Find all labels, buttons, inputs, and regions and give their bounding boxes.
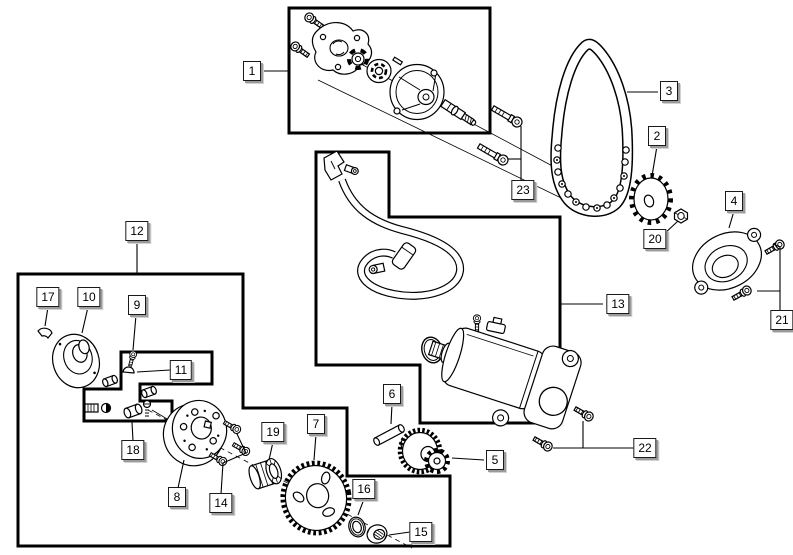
leader-line-7 [313, 433, 317, 461]
starter-motor [427, 316, 582, 430]
pump-inner-rotor [347, 48, 369, 70]
pump-outer-rotor [366, 58, 392, 84]
flywheel [162, 399, 228, 467]
leader-line-11 [136, 369, 171, 373]
nut-20 [673, 208, 689, 224]
leader-line-16 [357, 498, 365, 516]
drive-chain [550, 38, 634, 217]
leader-line-18 [131, 421, 134, 442]
flywheel-box [16, 272, 452, 549]
leader-line-6 [390, 403, 393, 425]
set-screw [142, 399, 152, 417]
leader-line-10 [81, 306, 89, 334]
nut-15 [366, 524, 388, 544]
starter-motor-box [314, 150, 582, 430]
leader-lines [44, 70, 781, 536]
side-cover [692, 227, 762, 295]
cable-boot [323, 150, 345, 181]
leader-line-15 [388, 531, 411, 536]
motor-terminal [485, 316, 506, 335]
spring [84, 403, 99, 413]
ring-gear [280, 460, 352, 536]
needle-bearing [248, 457, 283, 490]
leader-line-8 [177, 459, 185, 489]
woodruff-key [37, 327, 53, 340]
sprocket [629, 173, 673, 225]
chain-links [553, 144, 630, 212]
inner-parts-box [82, 350, 214, 423]
cable-boot-2 [391, 242, 417, 270]
cable-lug-2 [368, 262, 386, 275]
leader-line-17 [44, 306, 49, 327]
half-moon-clip [122, 366, 135, 374]
leader-line-20 [662, 220, 679, 236]
leader-line-2 [651, 145, 658, 177]
pump-body [389, 63, 445, 121]
leader-line-9 [132, 314, 137, 351]
leader-line-14 [220, 433, 247, 495]
cable-lug [343, 164, 359, 176]
leader-line-21 [772, 243, 781, 311]
leader-line-19 [268, 441, 274, 461]
pump-pin [392, 56, 404, 66]
plunger [100, 402, 112, 414]
pump-shaft [439, 98, 477, 126]
washer [348, 516, 366, 538]
starter-cable [323, 150, 465, 300]
bushing-18 [123, 403, 143, 419]
starter-hub [51, 333, 101, 389]
idler-pin [373, 424, 405, 446]
oil-pump-box [287, 6, 589, 212]
leader-line-5 [451, 457, 485, 461]
leader-line-4 [728, 210, 735, 229]
idler-gear [397, 427, 450, 475]
